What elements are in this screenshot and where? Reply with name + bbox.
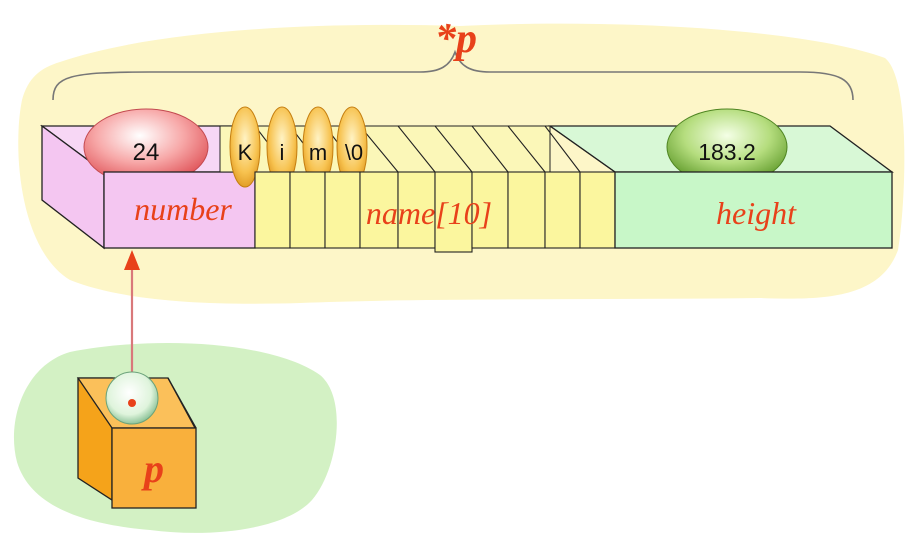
name-cells-front <box>254 171 616 253</box>
number-box-front <box>103 171 256 249</box>
height-label: height <box>716 195 797 231</box>
pointer-arrow-head <box>124 250 140 270</box>
struct-deref-label: *p <box>435 16 477 62</box>
pointer-variable: p <box>76 371 197 509</box>
name-char: K <box>238 140 253 165</box>
number-field: 24 number <box>40 108 256 250</box>
name-char: m <box>309 140 327 165</box>
name-char-bubbles: K i m \0 <box>229 106 368 188</box>
name-label: name[10] <box>366 195 492 231</box>
height-box-divider <box>549 125 616 173</box>
number-value: 24 <box>133 139 160 166</box>
number-label: number <box>134 191 232 227</box>
pointer-label: p <box>141 446 164 491</box>
pointer-box-edge <box>167 377 197 429</box>
name-char: \0 <box>345 140 363 165</box>
height-value: 183.2 <box>698 139 756 165</box>
pointer-value-ball <box>105 371 159 425</box>
name-char-bubble <box>229 106 261 188</box>
height-box-front <box>614 171 893 249</box>
pointer-box-front <box>111 427 197 509</box>
name-field: K i m \0 name[10] <box>219 106 616 253</box>
pointer-origin-dot <box>128 399 136 407</box>
struct-brace <box>52 49 854 101</box>
height-field: 183.2 height <box>547 108 894 249</box>
name-char: i <box>280 140 285 165</box>
